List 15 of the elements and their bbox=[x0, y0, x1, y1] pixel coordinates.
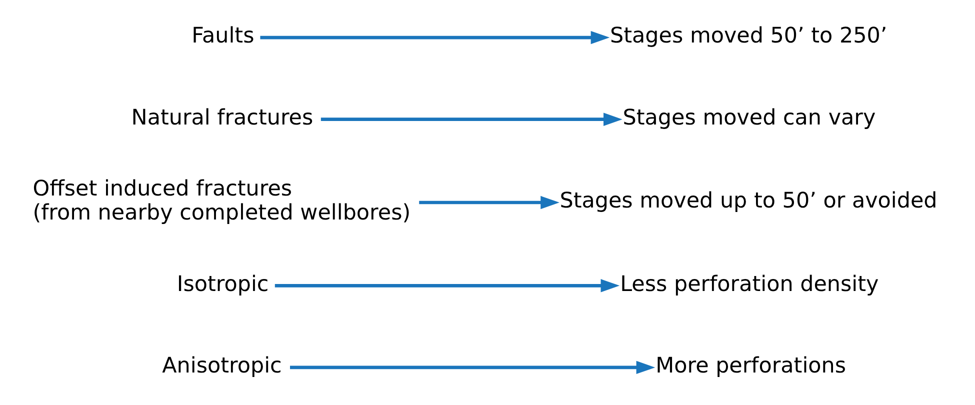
node-text: Anisotropic bbox=[162, 354, 282, 379]
arrow bbox=[418, 196, 559, 210]
node-text: Faults bbox=[191, 24, 254, 49]
arrow bbox=[320, 112, 622, 126]
node-text: Less perforation density bbox=[620, 272, 878, 297]
arrow bbox=[260, 30, 610, 44]
arrow bbox=[290, 360, 655, 374]
node-text: Stages moved 50’ to 250’ bbox=[610, 24, 887, 49]
node-text: Natural fractures bbox=[130, 105, 313, 130]
arrow bbox=[274, 279, 620, 292]
node-text: More perforations bbox=[655, 354, 846, 379]
node-text: Isotropic bbox=[176, 272, 268, 297]
node-text: Offset induced fractures (from nearby completed wellbores) bbox=[32, 176, 410, 226]
node-text: Stages moved up to 50’ or avoided bbox=[559, 188, 937, 214]
node-text: Stages moved can vary bbox=[622, 105, 876, 130]
